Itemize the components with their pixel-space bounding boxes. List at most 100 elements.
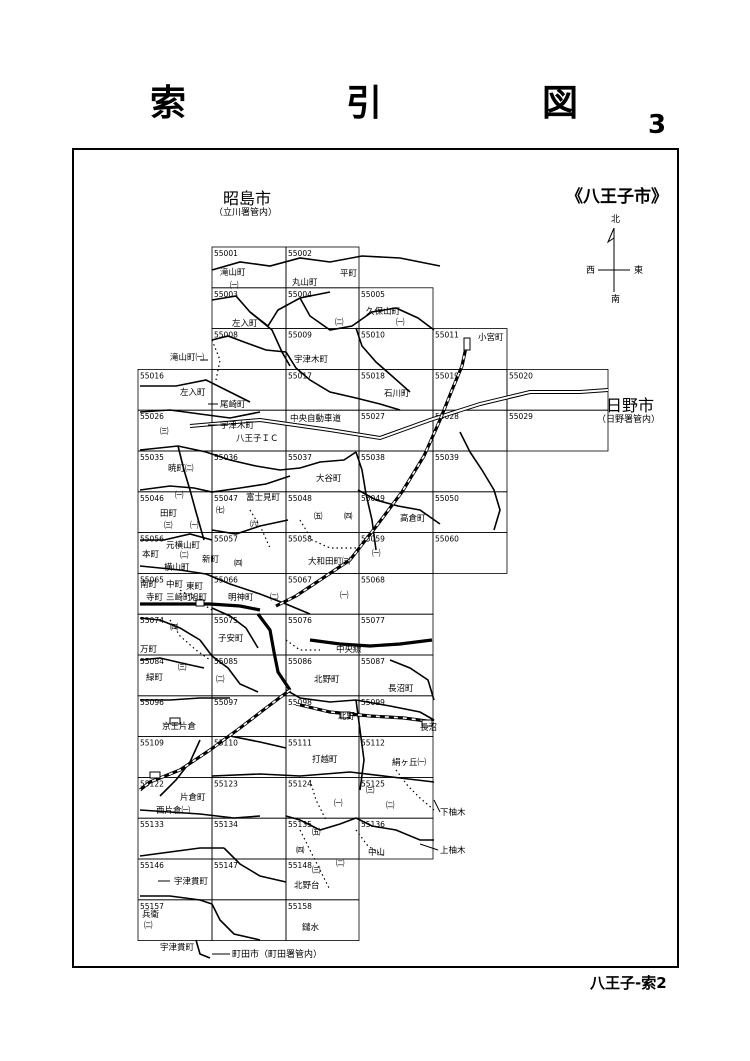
stations (149, 337, 471, 779)
grid-cell-id: 55058 (288, 535, 312, 544)
town-label: 尾崎町 (220, 399, 246, 410)
grid-cell-id: 55027 (361, 412, 385, 421)
town-label: 明神町 (228, 592, 254, 603)
town-label: 西片倉㈠ (156, 805, 191, 816)
town-label: 打越町 (312, 754, 338, 765)
town-label: 緑町 (146, 672, 164, 683)
town-label: 子安町 (218, 633, 244, 644)
grid-cell-id: 55004 (288, 290, 312, 299)
compass-east: 東 (634, 264, 643, 276)
page-number: 3 (648, 110, 667, 140)
grid-cell-id: 55125 (361, 779, 385, 788)
grid-cell-id: 55026 (140, 412, 164, 421)
town-label: 大和田町㈢ (308, 556, 351, 567)
grid-cell-id: 55123 (214, 779, 238, 788)
akishima-sub: （立川署管内） (214, 206, 277, 218)
machida-label: 町田市（町田署管内） (232, 948, 322, 960)
town-label: 宇津貫町 (160, 942, 195, 953)
akishima-label: 昭島市 (223, 189, 271, 208)
city-label: 《八王子市》 (566, 186, 668, 207)
town-label: 左入町 (180, 387, 206, 398)
grid-cell-id: 55037 (288, 453, 312, 462)
grid-cell-id: 55157 (140, 902, 164, 911)
grid-cell[interactable] (285, 899, 360, 941)
town-label: 大谷町 (316, 473, 342, 484)
grid-cell-id: 55046 (140, 494, 164, 503)
town-label: 北野町 (314, 675, 340, 685)
grid-cell-id: 55122 (140, 779, 164, 788)
map-frame (72, 148, 679, 968)
town-label: 京王片倉 (162, 721, 197, 732)
town-label: 丸山町 (292, 277, 318, 288)
town-label: 宇津木町 (294, 354, 329, 365)
town-label: ㈠ (175, 490, 184, 501)
grid-cell-id: 55109 (140, 739, 164, 748)
grid-cell-id: 55020 (509, 371, 533, 380)
grid-cell-id: 55110 (214, 739, 238, 748)
leader-lines (158, 359, 441, 882)
town-label: ㈠ (340, 590, 349, 601)
town-label: 元横山町 (166, 540, 201, 551)
town-label: 久保山町 (366, 306, 401, 317)
grid-cell[interactable] (506, 409, 609, 452)
town-label: 北野 (338, 712, 356, 722)
town-label: ㈡ (144, 920, 153, 931)
town-label: 中町 (166, 579, 184, 590)
grid-cell-id: 55158 (288, 902, 312, 911)
compass-west: 西 (586, 265, 595, 276)
grid-cell-id: 55038 (361, 453, 385, 462)
compass-north: 北 (611, 214, 620, 225)
hino-sub: （日野署管内） (597, 413, 660, 425)
grid-cell-id: 55010 (361, 331, 385, 340)
town-label: ㈠ (372, 548, 381, 559)
town-label: ㈢ (178, 662, 187, 673)
town-label: 寺町 (146, 593, 164, 603)
town-label: ㈣ (344, 512, 353, 522)
grid-cell-id: 55018 (361, 371, 385, 380)
grid-cell-id: 55111 (288, 739, 312, 748)
rail-ties (139, 337, 469, 791)
grid-cell-id: 55019 (435, 371, 459, 380)
town-label: ㈢ (160, 426, 169, 437)
town-label: 万町 (140, 645, 158, 655)
grid-cell-id: 55029 (509, 412, 533, 421)
town-label: 石川町 (384, 389, 410, 399)
grid-cell-id: 55086 (288, 657, 312, 666)
grid-cell-id: 55084 (140, 657, 164, 666)
town-label: 長沼町 (388, 684, 414, 694)
grid-cell[interactable] (432, 532, 508, 574)
grid-cell-id: 55009 (288, 331, 312, 340)
grid-cell-id: 55005 (361, 290, 385, 299)
town-label: ㈠ (396, 317, 405, 328)
grid-cell-id: 55056 (140, 535, 164, 544)
grid-cell-id: 55112 (361, 739, 385, 748)
town-label: 絹ヶ丘㈠ (392, 757, 427, 768)
town-label: 新町 (202, 554, 220, 565)
town-label: 北野台 (294, 880, 320, 891)
grid-cell-id: 55067 (288, 575, 312, 584)
town-label: 三崎町 (166, 592, 192, 603)
town-label: ㈣ (296, 846, 305, 856)
grid-cell-id: 55146 (140, 861, 164, 870)
town-label: ㈠ (334, 798, 343, 809)
grid-cell-id: 55008 (214, 331, 238, 340)
town-label: 平町 (340, 269, 358, 279)
town-label: 左入町 (232, 318, 258, 329)
grid-cell-id: 55135 (288, 820, 312, 829)
footer-label: 八王子-索2 (590, 974, 667, 992)
grid-cell-id: 55134 (214, 820, 238, 829)
town-label: ㈡ (335, 317, 344, 328)
grid-cell-id: 55002 (288, 249, 312, 258)
grid-cell[interactable] (358, 817, 434, 860)
grid-cell-id: 55068 (361, 575, 385, 584)
grid-cell-id: 55048 (288, 494, 312, 503)
town-label: ㈠ (230, 280, 239, 291)
town-label: 小宮町 (478, 332, 504, 343)
expressway-chuo (189, 388, 609, 441)
grid-cell-id: 55066 (214, 575, 238, 584)
town-label: ㈢ (366, 785, 375, 796)
town-label: 長沼 (420, 723, 437, 733)
grid-cell[interactable] (211, 899, 287, 941)
compass-south: 南 (611, 293, 620, 305)
